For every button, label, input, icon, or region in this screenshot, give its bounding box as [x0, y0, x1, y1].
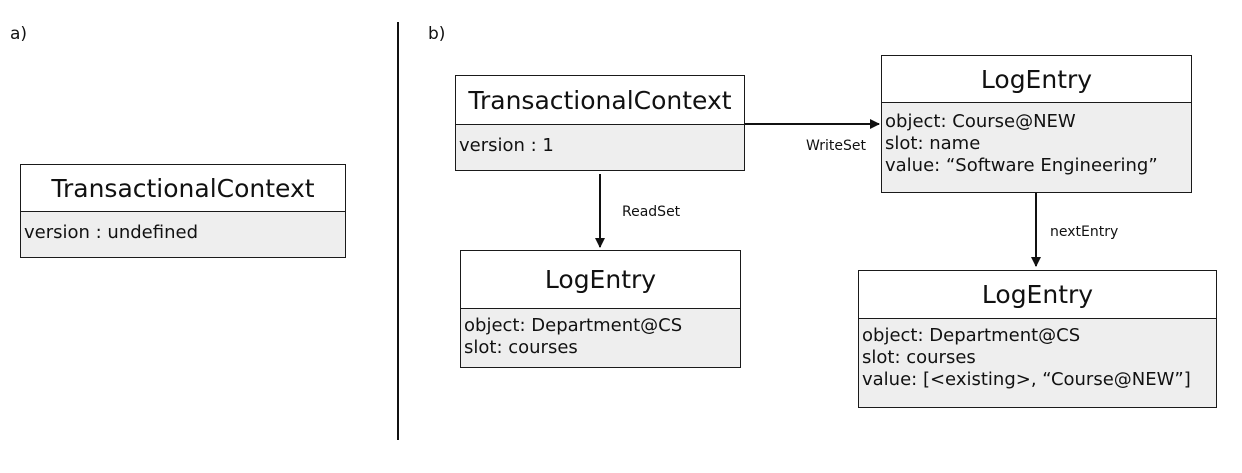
attribute-slot: slot: courses	[464, 337, 578, 358]
write-entry-box: LogEntry object: Course@NEW slot: name v…	[881, 55, 1192, 193]
attribute-slot: slot: name	[885, 133, 981, 154]
panel-label-b: b)	[428, 24, 446, 44]
attribute-object: object: Course@NEW	[885, 111, 1076, 132]
context-attributes-a: version : undefined	[21, 212, 345, 257]
nextentry-label: nextEntry	[1050, 224, 1119, 240]
read-entry-title: LogEntry	[461, 251, 740, 309]
attribute-object: object: Department@CS	[464, 315, 683, 336]
attribute-version: version : undefined	[24, 222, 198, 243]
writeset-label: WriteSet	[806, 138, 866, 154]
write-entry-attributes: object: Course@NEW slot: name value: “So…	[882, 103, 1191, 192]
attribute-version: version : 1	[459, 135, 554, 156]
next-entry-title: LogEntry	[859, 271, 1216, 319]
next-entry-attributes: object: Department@CS slot: courses valu…	[859, 319, 1216, 407]
context-attributes-b: version : 1	[456, 125, 744, 170]
context-box-b: TransactionalContext version : 1	[455, 75, 745, 171]
context-box-a: TransactionalContext version : undefined	[20, 164, 346, 258]
attribute-slot: slot: courses	[862, 347, 976, 368]
readset-label: ReadSet	[622, 204, 681, 220]
attribute-value: value: “Software Engineering”	[885, 155, 1158, 176]
panel-label-a: a)	[10, 24, 28, 44]
write-entry-title: LogEntry	[882, 56, 1191, 103]
attribute-object: object: Department@CS	[862, 325, 1081, 346]
context-title-a: TransactionalContext	[21, 165, 345, 212]
read-entry-box: LogEntry object: Department@CS slot: cou…	[460, 250, 741, 368]
read-entry-attributes: object: Department@CS slot: courses	[461, 309, 740, 367]
next-entry-box: LogEntry object: Department@CS slot: cou…	[858, 270, 1217, 408]
context-title-b: TransactionalContext	[456, 76, 744, 125]
panel-divider	[397, 22, 399, 440]
attribute-value: value: [<existing>, “Course@NEW”]	[862, 369, 1191, 390]
